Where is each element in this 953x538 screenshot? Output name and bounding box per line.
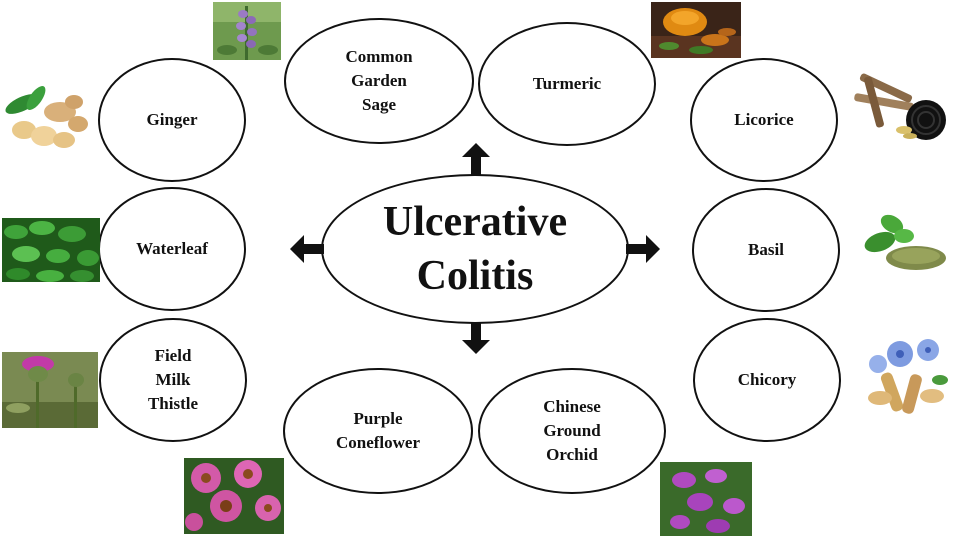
herb-label-licorice: Licorice [734, 110, 794, 129]
herb-node-milk-thistle: Field Milk Thistle [99, 318, 247, 442]
herb-label-waterleaf: Waterleaf [136, 239, 208, 258]
arrow-down-icon [462, 322, 490, 354]
licorice-photo [840, 70, 952, 150]
sage-photo [213, 2, 281, 60]
herb-label-milk-thistle: Field Milk Thistle [147, 346, 199, 413]
coneflower-photo [184, 458, 284, 534]
herb-node-basil: Basil [692, 188, 840, 312]
herb-node-waterleaf: Waterleaf [98, 187, 246, 311]
herb-node-chicory: Chicory [693, 318, 841, 442]
herb-node-licorice: Licorice [690, 58, 838, 182]
herb-node-turmeric: Turmeric [478, 22, 656, 146]
herb-node-coneflower: Purple Coneflower [283, 368, 473, 494]
herb-label-coneflower: Purple Coneflower [335, 409, 421, 452]
arrow-right-icon [626, 235, 660, 263]
herb-label-ginger: Ginger [146, 110, 198, 129]
arrow-up-icon [462, 143, 490, 175]
herb-label-orchid: Chinese Ground Orchid [543, 397, 601, 464]
herb-label-sage: Common Garden Sage [345, 47, 413, 114]
herb-label-chicory: Chicory [737, 370, 797, 389]
center-node-ulcerative-colitis: Ulcerative Colitis [321, 174, 629, 324]
herb-node-ginger: Ginger [98, 58, 246, 182]
turmeric-photo [651, 2, 741, 58]
herb-label-basil: Basil [748, 240, 784, 259]
milk-thistle-photo [2, 352, 98, 428]
waterleaf-photo [2, 218, 100, 282]
herb-label-turmeric: Turmeric [532, 74, 602, 93]
herb-node-sage: Common Garden Sage [284, 18, 474, 144]
orchid-photo [660, 462, 752, 536]
basil-photo [856, 206, 950, 278]
arrow-left-icon [290, 235, 324, 263]
chicory-photo [856, 336, 952, 418]
ginger-photo [0, 82, 96, 154]
center-label: Ulcerative Colitis [382, 199, 568, 299]
herb-node-orchid: Chinese Ground Orchid [478, 368, 666, 494]
